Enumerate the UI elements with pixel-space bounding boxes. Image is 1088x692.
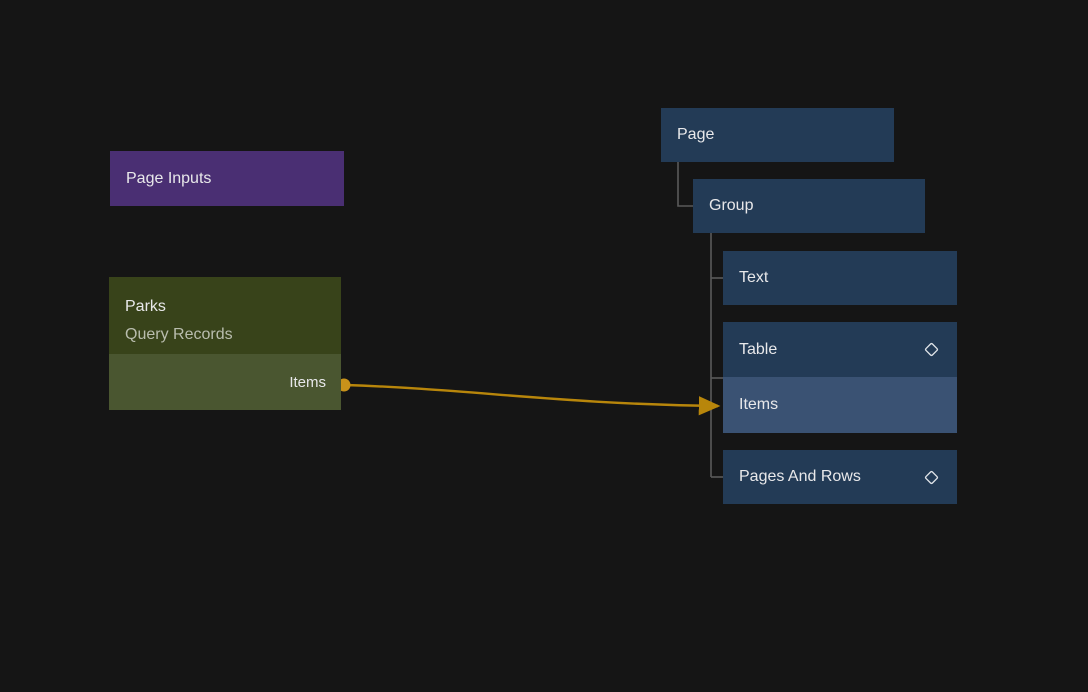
node-page-label: Page [677,126,715,143]
node-text-row: Text [723,251,957,305]
node-pages-and-rows[interactable]: Pages And Rows [723,450,957,504]
node-table-input-port-label: Items [739,396,779,413]
node-page[interactable]: Page [661,108,894,162]
node-parks-title: Parks [125,298,166,315]
node-pages-and-rows-row: Pages And Rows [723,450,957,504]
node-table-label: Table [739,340,778,358]
node-table-input-port-items[interactable]: Items [723,377,957,433]
node-text[interactable]: Text [723,251,957,305]
node-text-label: Text [739,269,769,286]
node-page-inputs[interactable]: Page Inputs [110,151,344,206]
node-parks-output-port[interactable]: Items [109,354,341,410]
node-parks[interactable]: Parks Query Records Items [109,277,341,410]
node-parks-header: Parks Query Records [109,277,341,354]
node-parks-output-port-label: Items [289,373,326,391]
node-group-label: Group [709,197,754,214]
node-table-header[interactable]: Table [723,322,957,377]
node-parks-subtitle: Query Records [125,326,233,343]
node-page-inputs-label: Page Inputs [126,169,212,187]
node-pages-and-rows-label: Pages And Rows [739,468,861,485]
diamond-icon[interactable] [923,341,940,358]
node-group[interactable]: Group [693,179,925,233]
diamond-icon[interactable] [923,469,940,486]
node-group-row: Group [693,179,925,233]
node-table[interactable]: Table Items [723,322,957,433]
node-page-row: Page [661,108,894,162]
